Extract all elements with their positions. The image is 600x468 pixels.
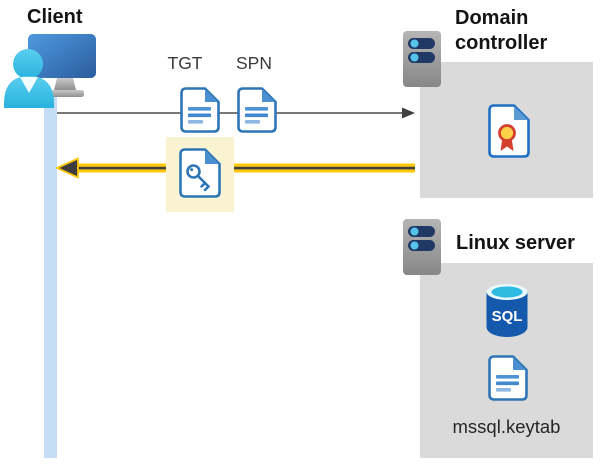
keytab-document-icon xyxy=(488,355,528,401)
linux-server-label: Linux server xyxy=(456,232,575,254)
sql-badge-text: SQL xyxy=(492,308,523,325)
request-arrow xyxy=(57,107,415,119)
tgt-document-icon xyxy=(180,87,220,133)
certificate-icon xyxy=(488,104,530,158)
spn-document-icon xyxy=(237,87,277,133)
tgt-label: TGT xyxy=(167,53,203,73)
client-label: Client xyxy=(27,6,83,28)
key-ticket-document-icon xyxy=(179,148,221,198)
sql-database-icon: SQL xyxy=(486,284,528,337)
ticket-response-arrow xyxy=(56,157,415,179)
domain-controller-label: Domain controller xyxy=(455,7,548,54)
linux-server-icon xyxy=(403,219,441,275)
domain-controller-server-icon xyxy=(403,31,441,87)
spn-label: SPN xyxy=(236,53,272,73)
user-workstation-icon xyxy=(4,34,96,108)
key-icon xyxy=(186,164,210,192)
client-lifeline-bar xyxy=(44,95,57,458)
monitor-icon xyxy=(28,34,96,78)
keytab-filename-label: mssql.keytab xyxy=(452,416,561,437)
person-icon xyxy=(13,49,43,79)
